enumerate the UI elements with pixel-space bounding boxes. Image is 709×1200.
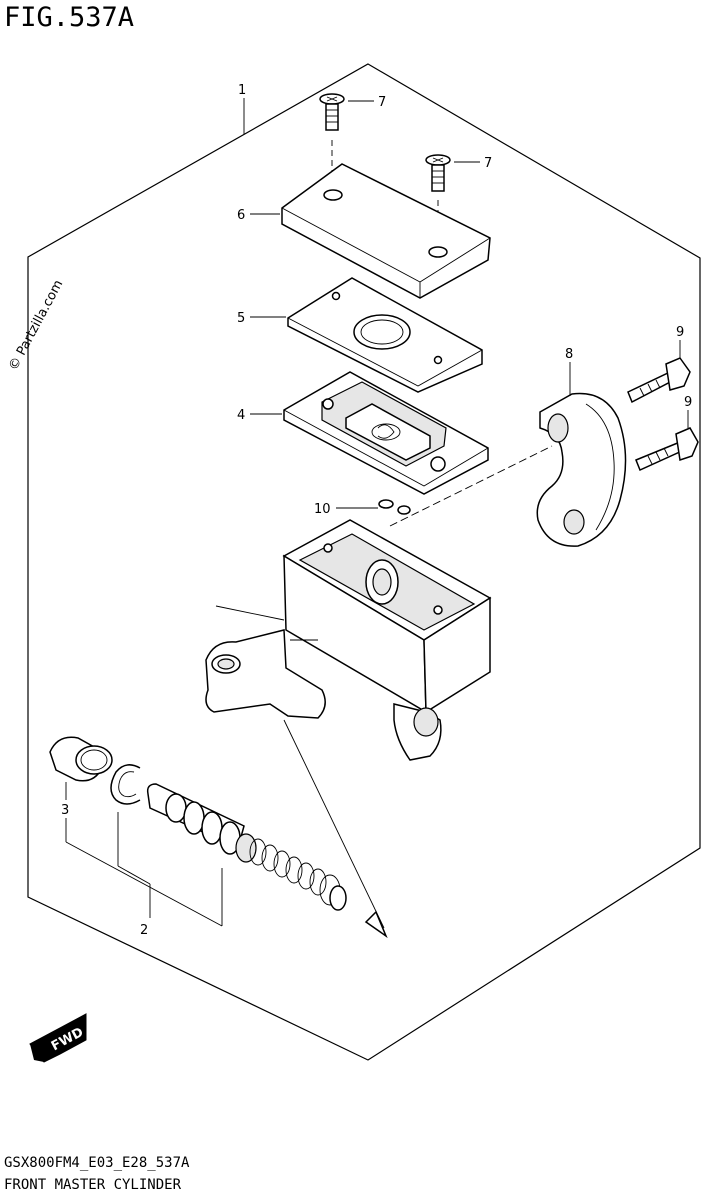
callout-9-upper-label: 9 xyxy=(676,325,684,340)
diaphragm[interactable] xyxy=(283,371,489,495)
boot[interactable] xyxy=(49,736,113,782)
piston[interactable] xyxy=(146,783,257,863)
callout-3[interactable]: 3 xyxy=(61,782,69,842)
callout-6[interactable]: 6 xyxy=(237,208,280,223)
figure-name: FRONT MASTER CYLINDER xyxy=(4,1177,182,1193)
circlip[interactable] xyxy=(110,764,141,805)
callout-1-label: 1 xyxy=(238,83,246,98)
figure-model-code: GSX800FM4_E03_E28_537A xyxy=(4,1155,190,1171)
spring[interactable] xyxy=(249,838,347,911)
callout-5-label: 5 xyxy=(237,311,245,326)
callout-7-left-label: 7 xyxy=(378,95,386,110)
callout-4-label: 4 xyxy=(237,408,245,423)
bolt-lower[interactable] xyxy=(635,427,699,472)
callout-8[interactable]: 8 xyxy=(565,347,573,396)
screw-top-right[interactable] xyxy=(425,154,451,238)
callout-1[interactable]: 1 xyxy=(238,83,246,134)
callout-10[interactable]: 10 xyxy=(314,502,378,517)
callout-9-lower[interactable]: 9 xyxy=(684,395,692,428)
callout-7-right-label: 7 xyxy=(484,156,492,171)
clamp-leader-line xyxy=(389,445,553,527)
reservoir-cap[interactable] xyxy=(281,163,491,299)
callout-8-label: 8 xyxy=(565,347,573,362)
callout-10-label: 10 xyxy=(314,502,331,517)
leader-arrowhead xyxy=(364,910,388,939)
callout-5[interactable]: 5 xyxy=(237,311,286,326)
figure-title: FIG.537A xyxy=(4,2,135,33)
screw-top-left[interactable] xyxy=(319,93,345,175)
callout-7-right[interactable]: 7 xyxy=(454,156,492,171)
callout-9-upper[interactable]: 9 xyxy=(676,325,684,358)
holder-clamp[interactable] xyxy=(536,392,627,547)
master-cylinder-body[interactable] xyxy=(205,519,492,761)
assembly-outline xyxy=(27,63,701,1061)
callout-3-label: 3 xyxy=(61,803,69,818)
bolt-upper[interactable] xyxy=(627,357,691,404)
callout-4[interactable]: 4 xyxy=(237,408,282,423)
small-ring[interactable] xyxy=(378,499,411,515)
diaphragm-plate[interactable] xyxy=(287,277,483,393)
callout-7-left[interactable]: 7 xyxy=(348,95,386,110)
callout-2[interactable]: 2 xyxy=(140,923,148,938)
piston-set-bracket xyxy=(65,841,223,927)
body-leader-line xyxy=(283,719,385,929)
callout-6-label: 6 xyxy=(237,208,245,223)
callout-9-lower-label: 9 xyxy=(684,395,692,410)
fwd-badge: FWD xyxy=(29,1013,87,1063)
callout-2-label: 2 xyxy=(140,923,148,938)
